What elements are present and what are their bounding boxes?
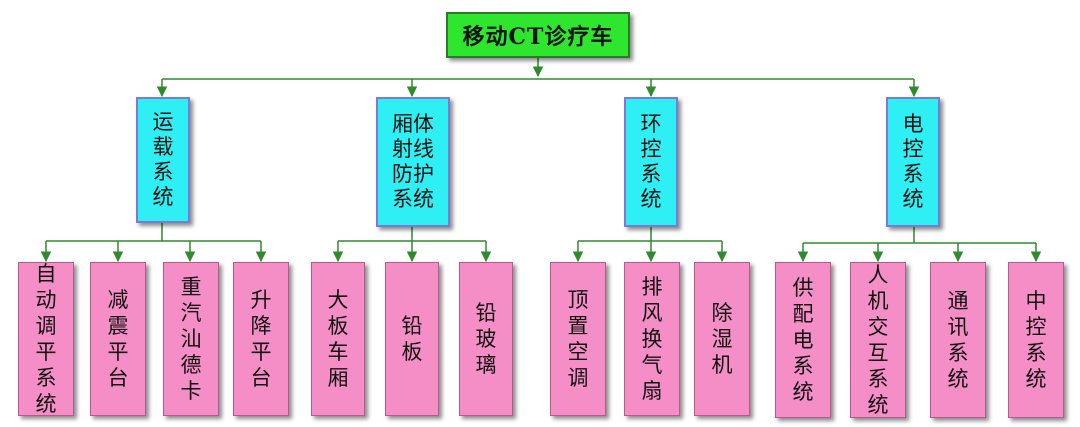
leaf-label: 自 动 调 平 系 统 [35,262,57,416]
category-label: 环 控 系 统 [640,112,662,211]
leaf-label: 大 板 车 厢 [327,288,349,390]
leaf-shock-platform: 减 震 平 台 [90,262,146,416]
leaf-auto-leveling: 自 动 调 平 系 统 [18,262,74,416]
leaf-communication-system: 通 讯 系 统 [930,262,986,418]
leaf-label: 升 降 平 台 [250,288,272,390]
leaf-lift-platform: 升 降 平 台 [233,262,289,416]
leaf-label: 重 汽 汕 德 卡 [180,275,202,403]
leaf-label: 除 湿 机 [711,301,733,377]
root-node: 移动CT诊疗车 [446,12,630,58]
leaf-dehumidifier: 除 湿 机 [694,262,750,416]
leaf-label: 供 配 电 系 统 [792,276,814,404]
leaf-label: 通 讯 系 统 [947,289,969,391]
leaf-lead-glass: 铅 玻 璃 [459,262,513,416]
leaf-truck-chassis: 重 汽 汕 德 卡 [163,262,219,416]
category-label: 厢体 射线 防护 系统 [392,112,434,211]
leaf-label: 顶 置 空 调 [567,288,589,390]
leaf-label: 铅 玻 璃 [475,301,497,377]
root-label: 移动CT诊疗车 [462,24,614,50]
category-transport: 运 载 系 统 [136,97,190,223]
leaf-lead-plate: 铅 板 [385,262,439,416]
leaf-hmi-system: 人 机 交 互 系 统 [850,262,906,418]
leaf-label: 铅 板 [401,314,423,364]
leaf-power-distribution: 供 配 电 系 统 [775,262,831,418]
leaf-roof-ac: 顶 置 空 调 [550,262,606,416]
category-electrical-control: 电 控 系 统 [886,97,940,227]
leaf-label: 中 控 系 统 [1025,289,1047,391]
category-label: 运 载 系 统 [152,110,174,209]
leaf-central-control: 中 控 系 统 [1008,262,1064,418]
leaf-large-panel-cabin: 大 板 车 厢 [311,262,365,416]
leaf-exhaust-fan: 排 风 换 气 扇 [624,262,680,416]
leaf-label: 减 震 平 台 [107,288,129,390]
category-label: 电 控 系 统 [902,112,924,211]
category-cabin-shielding: 厢体 射线 防护 系统 [376,97,450,227]
leaf-label: 人 机 交 互 系 统 [867,263,889,417]
leaf-label: 排 风 换 气 扇 [641,275,663,403]
category-environment-control: 环 控 系 统 [624,97,678,227]
